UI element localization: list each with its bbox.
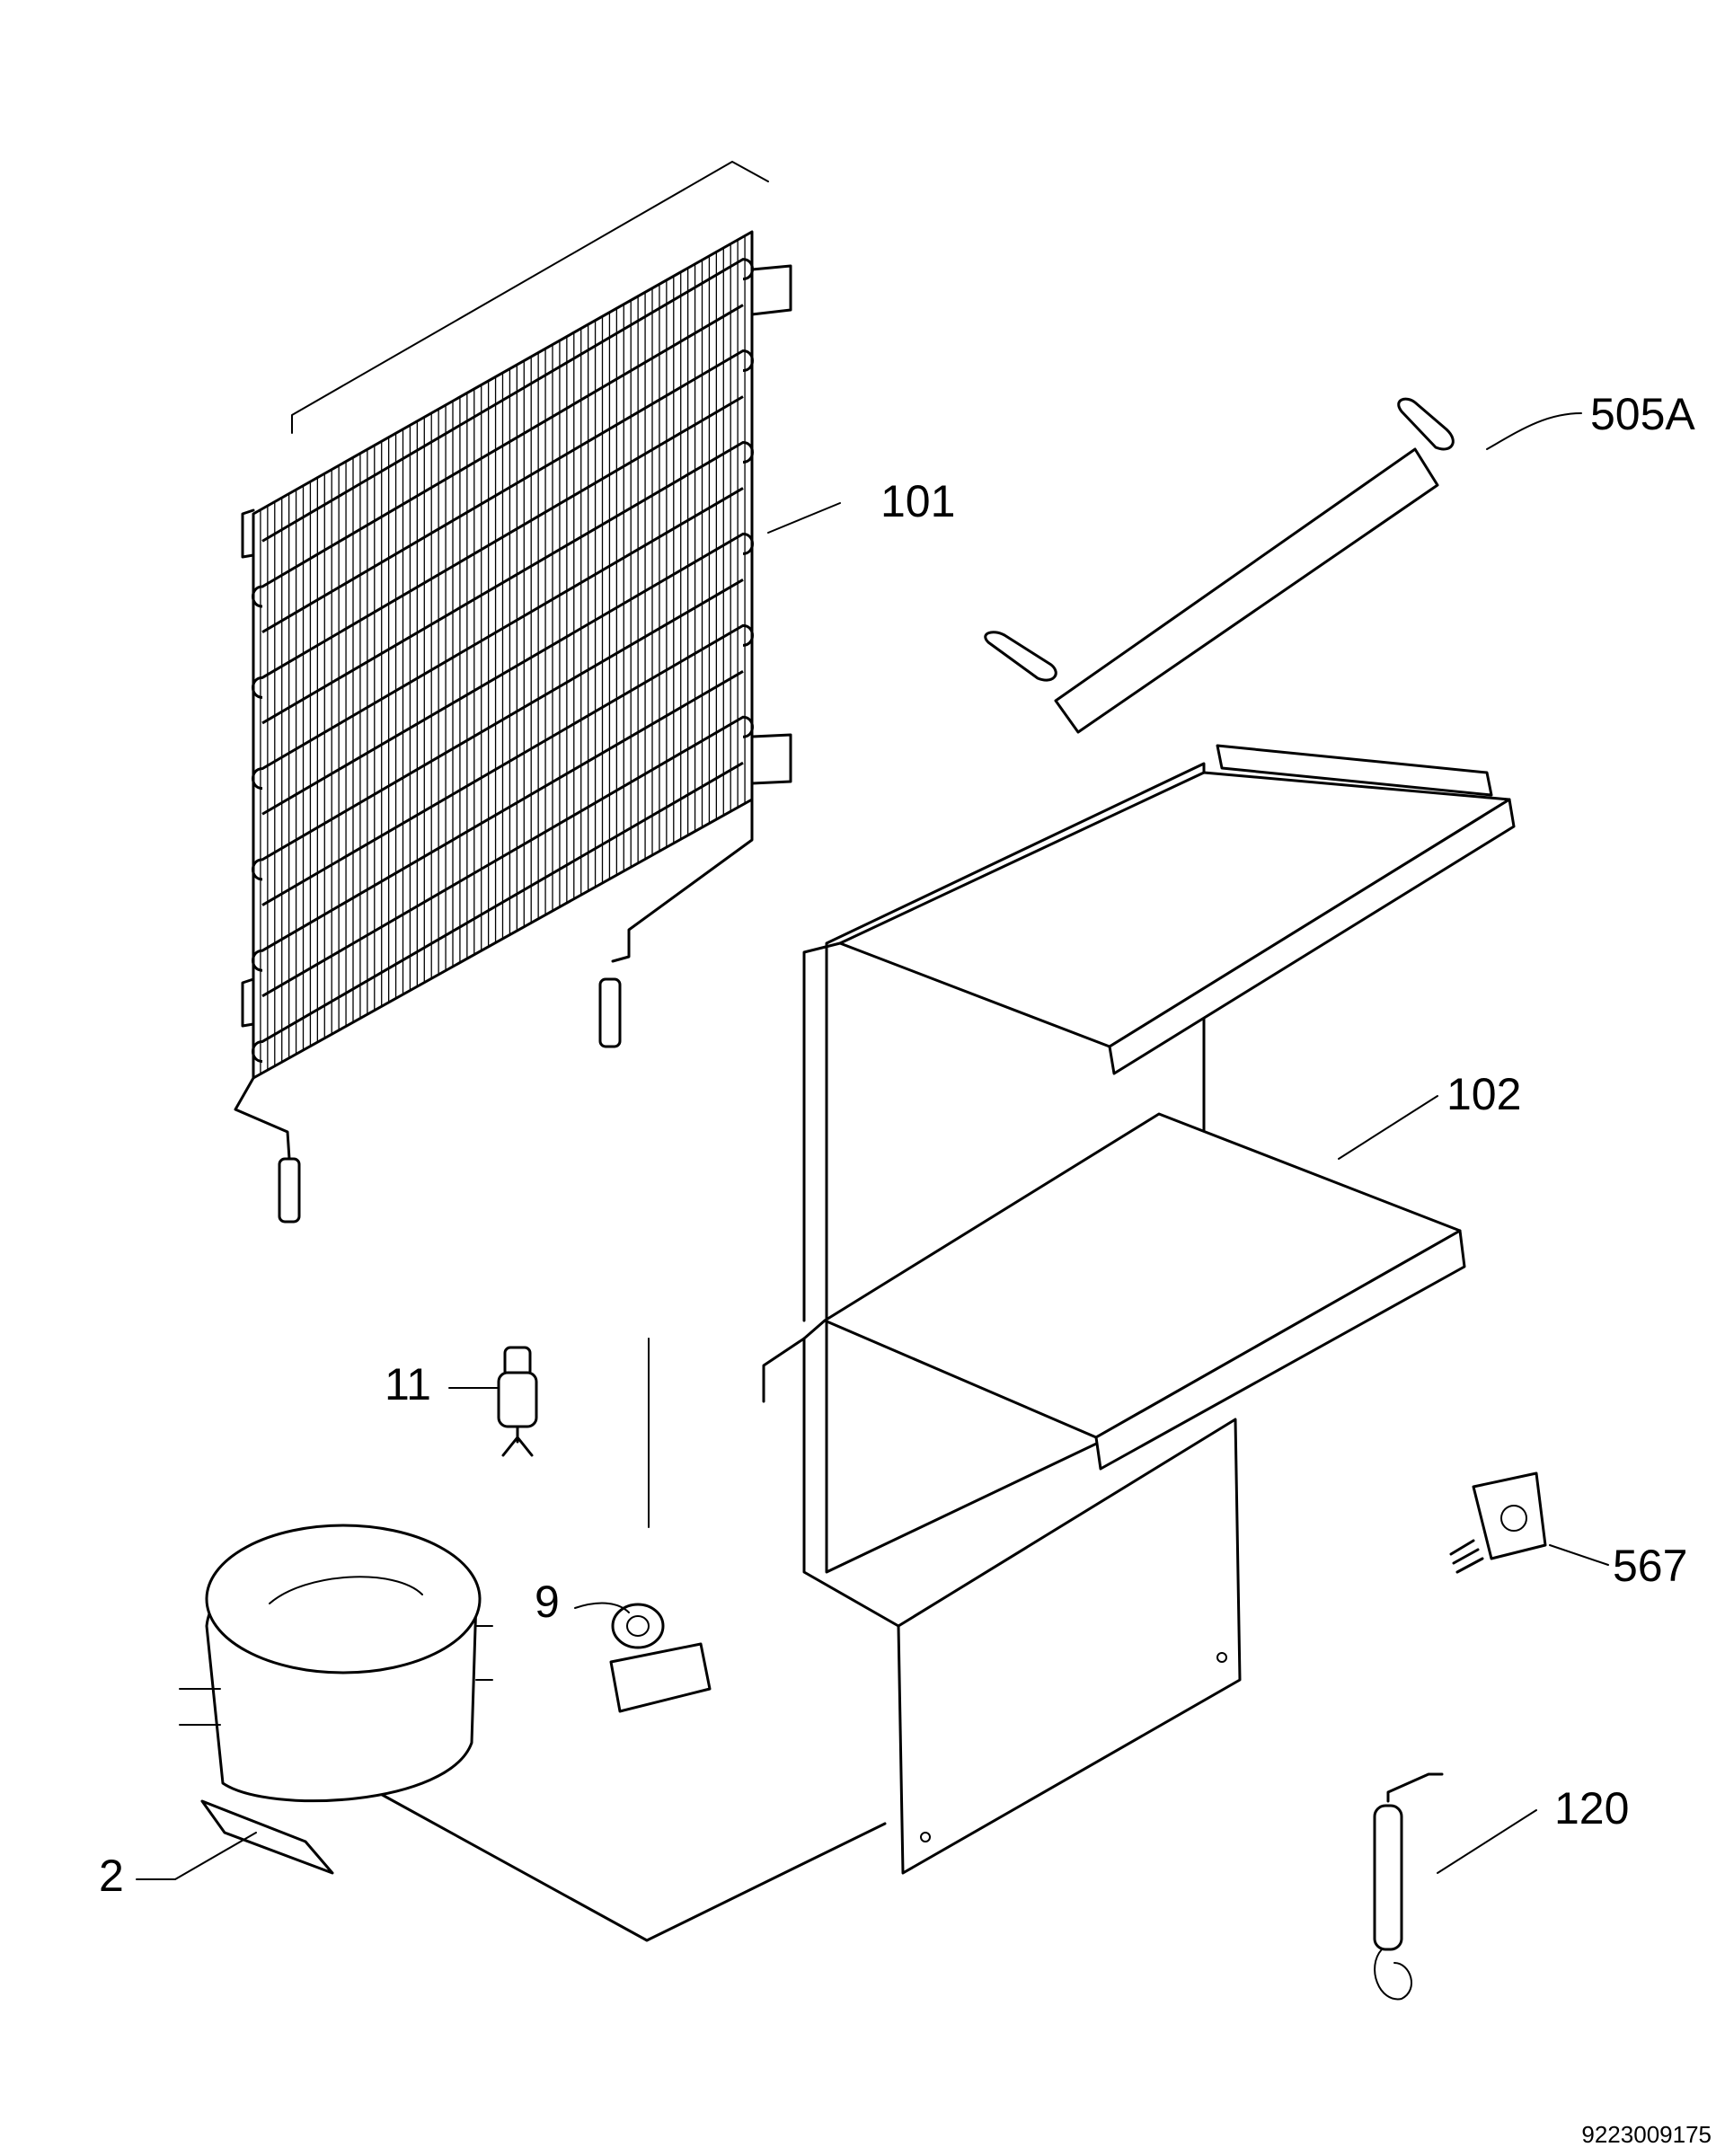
leader-line-120 xyxy=(1437,1809,1537,1874)
condenser-inlet-stub xyxy=(278,1157,301,1224)
condenser-coil-tube xyxy=(252,258,754,1063)
starter-ring xyxy=(611,1603,665,1649)
leader-line-2 xyxy=(136,1832,257,1880)
callout-120: 120 xyxy=(1554,1783,1629,1833)
condenser-tube-coils xyxy=(252,258,754,1063)
drier-bar-end-cap-left xyxy=(984,631,1057,682)
compressor-dome xyxy=(205,1524,482,1674)
relay-terminals xyxy=(501,1425,534,1457)
drier-bar-end-cap-right xyxy=(1397,397,1455,451)
callout-11: 11 xyxy=(385,1359,431,1409)
cabinet-middle-shelf xyxy=(823,1112,1462,1439)
filter-capillary-top xyxy=(1386,1772,1444,1803)
callout-101: 101 xyxy=(880,476,955,526)
clip-hole xyxy=(1500,1505,1527,1532)
condenser-part xyxy=(234,161,792,1224)
cabinet-top-shelf-back-rail xyxy=(1216,744,1493,797)
cabinet-front-edge xyxy=(802,941,842,1322)
relay-body xyxy=(497,1371,538,1428)
leader-line-101 xyxy=(767,502,841,534)
cabinet-screw-hole xyxy=(1216,1652,1227,1663)
compressor-pipe-stubs xyxy=(179,1688,221,1726)
starter-ring-hole xyxy=(626,1615,650,1637)
cabinet-side-bend xyxy=(802,1319,900,1628)
condenser-wire-grid xyxy=(260,235,746,1074)
condenser-bracket-bottom-left xyxy=(241,977,255,1028)
leader-line-567 xyxy=(1549,1544,1609,1566)
condenser-bracket-top-right xyxy=(750,264,792,316)
filter-drier-part xyxy=(1373,1772,1444,2001)
clip-plate xyxy=(1472,1471,1547,1560)
compressor-mount-plate xyxy=(200,1799,334,1875)
document-number: 9223009175 xyxy=(1581,2121,1712,2148)
compressor-dome-shade xyxy=(269,1576,423,1604)
leader-line-505A xyxy=(1486,412,1582,450)
condenser-inlet-pipe xyxy=(234,1076,291,1161)
cabinet-screw-hole xyxy=(920,1832,931,1842)
condenser-bracket-bottom-right xyxy=(750,733,792,785)
callout-9: 9 xyxy=(535,1577,560,1627)
clip-prongs xyxy=(1449,1539,1484,1574)
cabinet-floor-plate xyxy=(376,1790,887,1942)
condenser-dimension-line xyxy=(291,161,769,434)
callout-102: 102 xyxy=(1446,1069,1521,1119)
callout-567: 567 xyxy=(1613,1541,1687,1591)
compressor-part xyxy=(179,1524,493,1875)
cabinet-middle-shelf-lip xyxy=(1094,1229,1466,1471)
cabinet-part xyxy=(376,744,1516,1942)
callout-2: 2 xyxy=(99,1851,124,1901)
compressor-side-stubs xyxy=(475,1625,493,1681)
cabinet-side-flange xyxy=(762,1337,806,1403)
filter-capillary-coil xyxy=(1374,1948,1412,2001)
callout-505A: 505A xyxy=(1590,389,1695,439)
drier-bar-body xyxy=(1054,447,1439,734)
cabinet-top-shelf-lip xyxy=(1108,798,1516,1075)
condenser-bracket-top-left xyxy=(241,508,255,559)
filter-drier-body xyxy=(1373,1804,1403,1951)
leader-line-9 xyxy=(574,1602,630,1613)
condenser-outlet-stub xyxy=(598,977,622,1048)
clip-part xyxy=(1449,1471,1547,1574)
starter-base xyxy=(609,1642,712,1713)
drier-bar-part xyxy=(984,397,1455,734)
cabinet-lower-housing xyxy=(897,1418,1242,1875)
starter-part xyxy=(609,1603,712,1713)
leader-line-102 xyxy=(1338,1095,1438,1160)
relay-part xyxy=(497,1346,538,1457)
condenser-outlet-pipe xyxy=(611,798,754,963)
